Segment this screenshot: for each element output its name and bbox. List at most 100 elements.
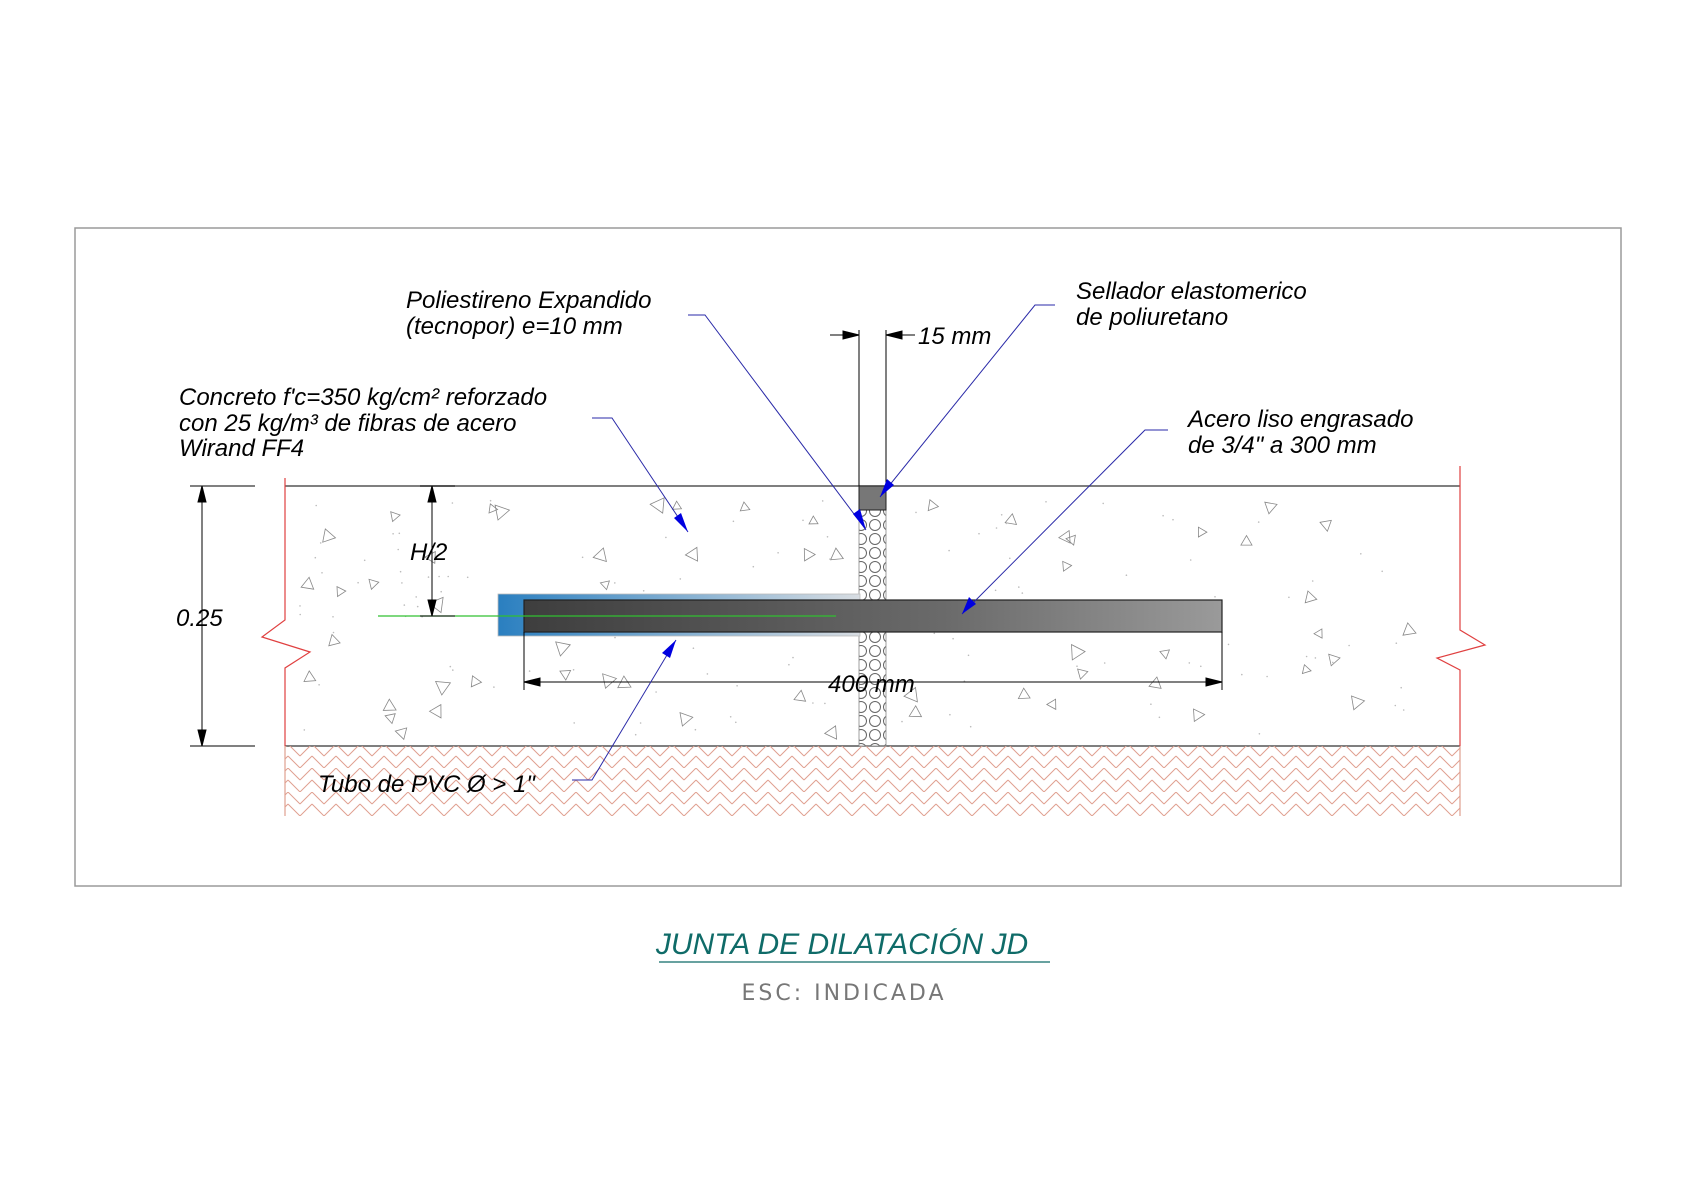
aggregate-dot xyxy=(1288,596,1290,599)
aggregate-dot xyxy=(1009,557,1011,560)
aggregate-mark xyxy=(424,550,436,565)
aggregate-mark xyxy=(394,727,408,741)
label-polystyrene-line2: (tecnopor) e=10 mm xyxy=(406,313,623,340)
label-steel-line2: de 3/4" a 300 mm xyxy=(1188,432,1377,459)
aggregate-dot xyxy=(399,570,402,573)
aggregate-dot xyxy=(729,716,732,718)
aggregate-dot xyxy=(1241,673,1243,676)
aggregate-mark xyxy=(470,675,483,688)
aggregate-dot xyxy=(1172,518,1174,521)
aggregate-dot xyxy=(1162,514,1164,517)
aggregate-dot xyxy=(821,500,824,502)
aggregate-mark xyxy=(1402,622,1417,636)
aggregate-dot xyxy=(735,721,737,724)
aggregate-dot xyxy=(1214,596,1216,598)
aggregate-dot xyxy=(1045,501,1047,503)
label-pvc: Tubo de PVC Ø > 1" xyxy=(318,771,536,798)
aggregate-mark xyxy=(1017,687,1031,700)
drawing-scale: ESC: INDICADA xyxy=(741,981,946,1006)
aggregate-dot xyxy=(452,669,454,671)
aggregate-dot xyxy=(1332,661,1334,664)
aggregate-dot xyxy=(788,663,790,666)
half-depth-dimension xyxy=(420,485,455,617)
aggregate-mark xyxy=(793,689,807,702)
aggregate-dot xyxy=(398,532,401,535)
aggregate-dot xyxy=(318,684,320,686)
aggregate-dot xyxy=(319,542,322,544)
aggregate-dot xyxy=(299,613,302,616)
aggregate-dot xyxy=(1395,642,1398,644)
aggregate-mark xyxy=(671,500,683,510)
aggregate-dot xyxy=(1402,709,1405,711)
aggregate-dot xyxy=(449,665,452,668)
aggregate-mark xyxy=(559,670,572,681)
aggregate-dot xyxy=(397,548,400,551)
aggregate-dot xyxy=(1021,592,1024,594)
label-polystyrene-line1: Poliestireno Expandido xyxy=(406,287,652,314)
aggregate-mark xyxy=(1328,653,1341,667)
aggregate-mark xyxy=(1062,560,1073,572)
aggregate-dot xyxy=(692,647,695,649)
aggregate-dot xyxy=(948,549,950,552)
aggregate-dot xyxy=(1311,580,1314,582)
aggregate-dot xyxy=(321,572,323,574)
aggregate-dot xyxy=(1188,662,1191,664)
aggregate-mark xyxy=(1077,668,1089,680)
aggregate-mark xyxy=(555,641,571,657)
dim-joint-width: 15 mm xyxy=(918,323,991,350)
aggregate-dot xyxy=(1200,665,1202,668)
aggregate-mark xyxy=(303,670,317,682)
dowel-length-dimension xyxy=(523,632,1223,690)
aggregate-dot xyxy=(401,582,403,584)
aggregate-dot xyxy=(978,532,980,535)
aggregate-mark xyxy=(368,578,380,591)
break-lines xyxy=(260,466,1487,816)
label-concrete-line1: Concreto f'c=350 kg/cm² reforzado xyxy=(179,384,547,411)
slab-thickness-dimension xyxy=(190,485,255,747)
aggregate-mark xyxy=(322,528,337,543)
aggregate-dot xyxy=(901,720,903,723)
aggregate-dot xyxy=(679,578,682,580)
aggregate-dot xyxy=(489,499,492,502)
aggregate-mark xyxy=(384,713,396,725)
aggregate-dot xyxy=(1076,665,1078,667)
aggregate-dot xyxy=(994,589,997,592)
aggregate-dot xyxy=(752,565,755,568)
aggregate-dot xyxy=(915,511,917,514)
aggregate-mark xyxy=(1071,643,1086,661)
aggregate-dot xyxy=(736,685,738,687)
aggregate-dot xyxy=(493,686,495,688)
aggregate-dot xyxy=(933,632,936,635)
aggregate-dot xyxy=(1314,657,1317,659)
aggregate-dot xyxy=(466,576,469,579)
aggregate-mark xyxy=(803,547,817,562)
aggregate-mark xyxy=(336,585,347,598)
aggregate-dot xyxy=(824,702,826,705)
aggregate-mark xyxy=(1004,513,1018,526)
aggregate-mark xyxy=(908,704,923,718)
aggregate-dot xyxy=(777,552,779,554)
aggregate-dot xyxy=(1258,733,1261,735)
aggregate-dot xyxy=(447,575,450,578)
aggregate-mark xyxy=(808,515,819,525)
aggregate-dot xyxy=(1158,716,1161,719)
aggregate-dot xyxy=(415,596,418,598)
aggregate-dot xyxy=(303,729,306,731)
aggregate-dot xyxy=(826,536,829,538)
aggregate-dot xyxy=(792,656,794,659)
aggregate-dot xyxy=(451,502,454,504)
aggregate-dot xyxy=(572,669,575,671)
aggregate-mark xyxy=(300,576,315,590)
aggregate-dot xyxy=(581,556,584,559)
aggregate-dot xyxy=(299,605,301,607)
aggregate-dot xyxy=(694,728,697,731)
aggregate-dot xyxy=(392,533,394,535)
aggregate-mark xyxy=(428,703,442,719)
aggregate-mark xyxy=(679,711,694,727)
aggregate-dot xyxy=(403,604,406,606)
aggregate-dot xyxy=(642,590,645,592)
aggregate-mark xyxy=(1264,501,1278,515)
aggregate-dot xyxy=(1018,586,1020,588)
leader-arrowheads xyxy=(662,479,976,658)
aggregate-mark xyxy=(599,580,610,591)
